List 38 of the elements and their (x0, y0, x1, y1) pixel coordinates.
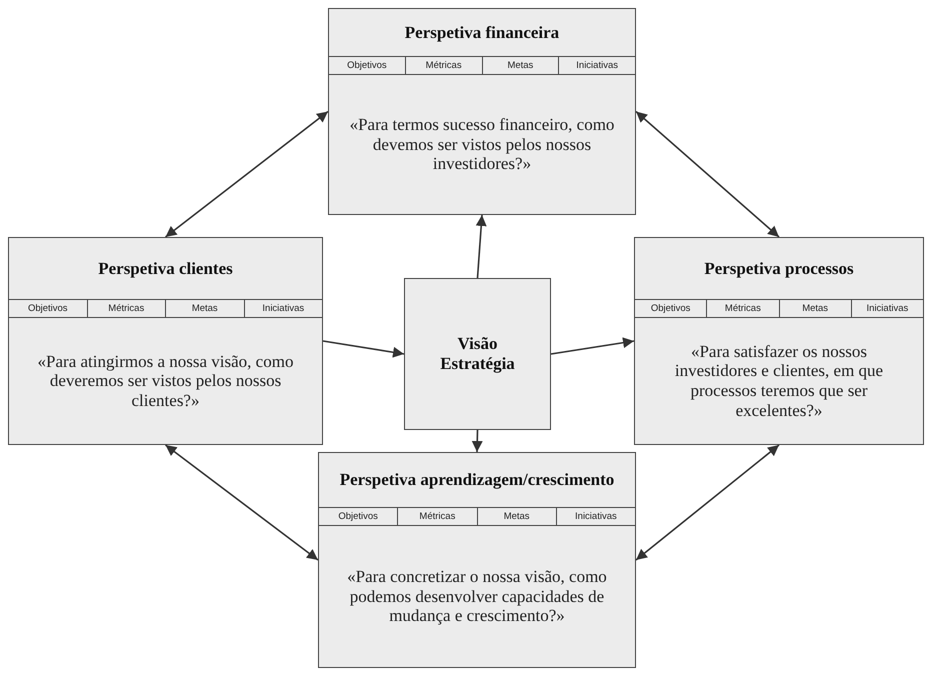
table-header-cell: Iniciativas (558, 57, 635, 74)
table-header-cell: Metas (476, 508, 556, 525)
table-header-cell: Métricas (706, 300, 778, 317)
table-header-cell: Objetivos (9, 300, 86, 317)
table-header-cell: Métricas (86, 300, 165, 317)
perspective-title: Perspetiva aprendizagem/crescimento (340, 470, 614, 490)
table-header-cell: Objetivos (319, 508, 398, 525)
vision-box (404, 278, 551, 430)
arrow (550, 337, 634, 355)
arrow (165, 110, 328, 238)
perspective-box (318, 452, 636, 668)
table-header-cell: Objetivos (635, 300, 706, 317)
table-header-cell: Iniciativas (556, 508, 635, 525)
perspective-box (634, 237, 924, 445)
perspective-title: Perspetiva processos (704, 258, 854, 278)
arrow (476, 214, 487, 278)
table-header-cell: Metas (165, 300, 244, 317)
table-header-cell: Objetivos (329, 57, 405, 74)
arrow (165, 444, 318, 561)
table-header-cell: Iniciativas (850, 300, 923, 317)
arrow (636, 444, 780, 561)
arrow (472, 430, 483, 452)
perspective-box (8, 237, 323, 445)
arrow (635, 110, 780, 238)
guiding-question: «Para termos sucesso financeiro, como devemos ser vistos pelos nossos investidores?» (348, 115, 616, 174)
table-header-cell: Métricas (397, 508, 476, 525)
guiding-question: «Para atingirmos a nossa visão, como deveremos ser vistos pelos nossos clientes?» (36, 352, 294, 410)
table-header-cell: Metas (778, 300, 851, 317)
vision-text: Visão Estratégia (439, 334, 516, 374)
perspective-title: Perspetiva clientes (98, 258, 233, 278)
perspective-title: Perspetiva financeira (404, 22, 560, 42)
table-header-cell: Metas (482, 57, 558, 74)
table-header-cell: Métricas (404, 57, 482, 74)
table-header-cell: Iniciativas (244, 300, 322, 317)
arrow (322, 340, 404, 358)
perspective-box (328, 8, 636, 215)
guiding-question: «Para satisfazer os nossos investidores e clientes, em que processos teremos que ser excelentes?» (674, 342, 884, 420)
guiding-question: «Para concretizar o nossa visão, como podemos desenvolver capacidades de mudança e crescimento?» (346, 567, 608, 626)
